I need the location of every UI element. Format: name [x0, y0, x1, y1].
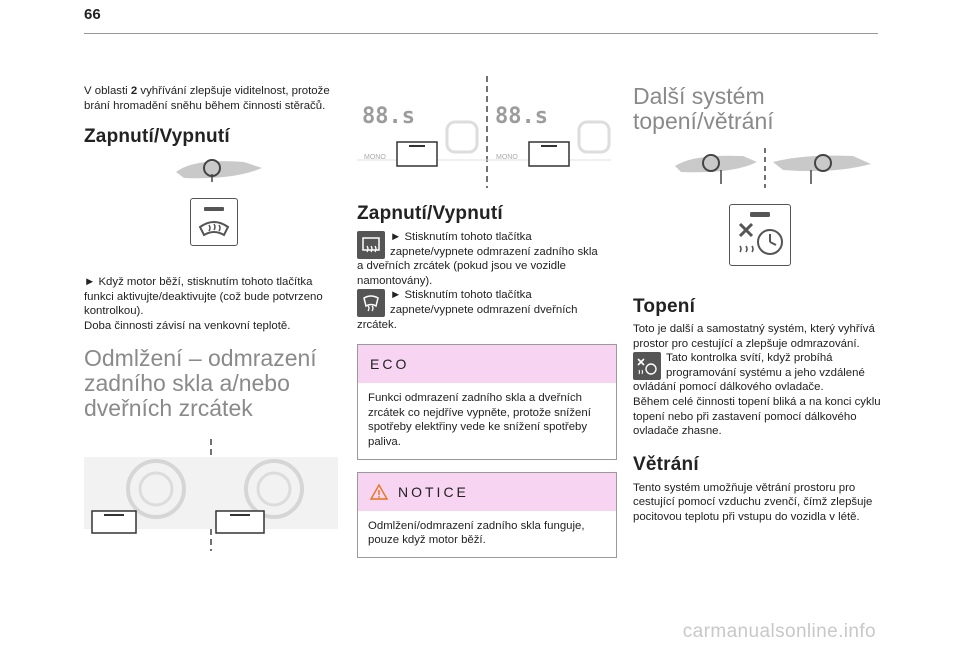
- climate-display-illustration: 88.s 88.s MONO MONO: [357, 72, 611, 190]
- mirror-defrost-icon: [357, 289, 385, 318]
- rear-defrost-instruction: ► Stisknutím tohoto tlačítka zapnete/vyp…: [357, 230, 601, 288]
- column-2: 88.s 88.s MONO MONO Zapnutí/Vypnutí ► St…: [357, 72, 617, 558]
- heater-programming-button[interactable]: [729, 204, 791, 266]
- fan-clock-icon: [738, 212, 783, 255]
- page-number: 66: [84, 6, 101, 23]
- ventilation-paragraph: Tento systém umožňuje větrání prostoru p…: [633, 481, 873, 523]
- mono-label-right: MONO: [496, 154, 518, 161]
- eco-text: Funkci odmrazení zadního skla a dveřních…: [368, 392, 591, 448]
- heading-onoff-1: Zapnutí/Vypnutí: [84, 126, 230, 148]
- mirror-defrost-instruction: ► Stisknutím tohoto tlačítka zapnete/vyp…: [357, 288, 601, 332]
- steering-wheel-icon: [176, 159, 262, 183]
- rear-defrost-panel-illustration: [84, 438, 338, 551]
- duration-paragraph: Doba činnosti závisí na venkovní teplotě…: [84, 319, 291, 332]
- climate-panel-image: [84, 438, 338, 551]
- temperature-display-right: 88.s: [495, 104, 548, 129]
- notice-text: Odmlžení/odmrazení zadního skla funguje,…: [368, 519, 585, 547]
- warning-triangle-icon: [370, 483, 388, 500]
- fan-clock-indicator-icon: [633, 352, 661, 381]
- rear-window-defrost-icon: [357, 231, 385, 259]
- heating-paragraph-1: Toto je další a samostatný systém, který…: [633, 323, 875, 350]
- heading-defrost: Odmlžení – odmrazení zadního skla a/nebo…: [84, 344, 317, 421]
- extra-heater-illustration: [633, 148, 887, 266]
- intro-paragraph: V oblasti 2 vyhřívání zlepšuje viditelno…: [84, 85, 330, 112]
- heating-paragraph-3: Během celé činnosti topení bliká a na ko…: [633, 395, 881, 438]
- heading-onoff-2: Zapnutí/Vypnutí: [357, 203, 503, 224]
- temperature-display-left: 88.s: [362, 104, 415, 129]
- windscreen-heat-icon: [198, 207, 230, 237]
- wiper-zone-illustration: [84, 154, 338, 266]
- mirror-defrost-paragraph: ► Stisknutím tohoto tlačítka zapnete/vyp…: [357, 289, 578, 331]
- eco-callout: ECO Funkci odmrazení zadního skla a dveř…: [357, 344, 617, 460]
- eco-callout-header: ECO: [358, 345, 616, 384]
- notice-callout: NOTICE Odmlžení/odmrazení zadního skla f…: [357, 471, 617, 558]
- notice-title: NOTICE: [398, 483, 469, 500]
- header-rule: [84, 33, 878, 34]
- column-1: V oblasti 2 vyhřívání zlepšuje viditelno…: [84, 84, 338, 551]
- windscreen-heat-button[interactable]: [190, 198, 238, 247]
- steering-wheels-image: [675, 148, 871, 188]
- onoff-paragraph-1: ► Když motor běží, stisknutím tohoto tla…: [84, 276, 323, 318]
- mono-label-left: MONO: [364, 154, 386, 161]
- climate-display-image: [357, 76, 611, 188]
- heating-indicator-description: Tato kontrolka svítí, když probíhá progr…: [633, 351, 883, 395]
- heading-ventilation: Větrání: [633, 453, 699, 475]
- heating-paragraph-2: Tato kontrolka svítí, když probíhá progr…: [633, 352, 865, 394]
- eco-title: ECO: [370, 356, 410, 373]
- notice-callout-header: NOTICE: [358, 472, 616, 511]
- watermark: carmanualsonline.info: [682, 621, 876, 642]
- heading-other-system: Další systém topení/větrání: [633, 83, 774, 134]
- rear-defrost-paragraph: ► Stisknutím tohoto tlačítka zapnete/vyp…: [357, 231, 598, 287]
- heading-heating: Topení: [633, 296, 696, 317]
- column-3: Další systém topení/větrání Topení Toto …: [633, 84, 887, 525]
